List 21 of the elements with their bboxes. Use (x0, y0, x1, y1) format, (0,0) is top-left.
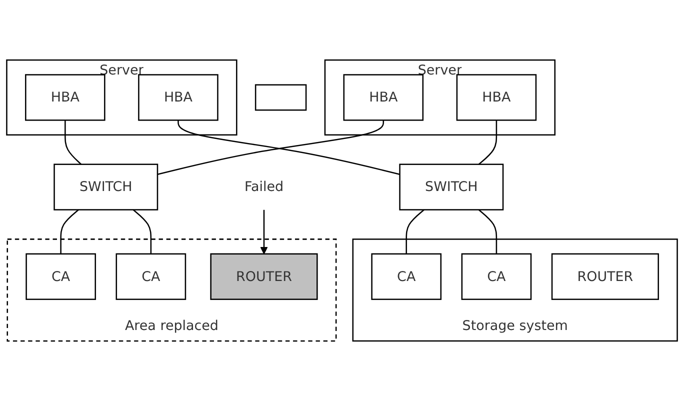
node-box: HBA (456, 74, 537, 121)
connector (478, 120, 498, 165)
node-box: CA (371, 253, 442, 300)
connector (478, 209, 498, 254)
node-box (254, 84, 307, 111)
node-box: HBA (343, 74, 424, 121)
node-box: CA (461, 253, 532, 300)
node-box: SWITCH (399, 164, 504, 210)
node-box: CA (116, 253, 186, 300)
node-box: ROUTER (551, 253, 659, 300)
node-box: SWITCH (54, 164, 158, 210)
connector (60, 209, 79, 254)
node-box: CA (26, 253, 96, 300)
node-box: ROUTER (210, 253, 318, 300)
node-box: HBA (138, 74, 218, 121)
connector (64, 120, 82, 165)
connector (132, 209, 152, 254)
node-text: Failed (244, 178, 284, 195)
node-box: HBA (25, 74, 106, 121)
connector (406, 209, 424, 254)
arrow (260, 210, 268, 254)
